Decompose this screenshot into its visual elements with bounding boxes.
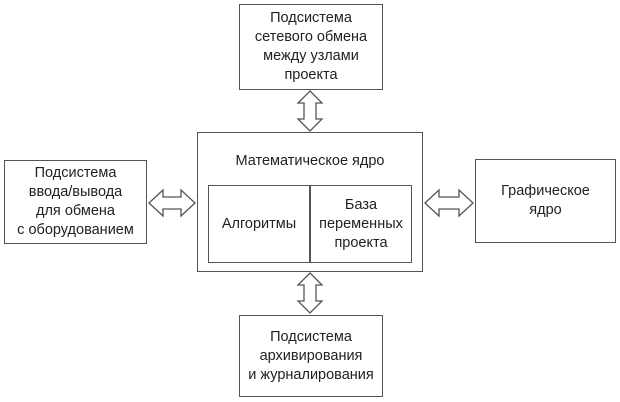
graphics-core-label: Графическое ядро xyxy=(501,183,590,218)
archive-subsystem-block: Подсистема архивирования и журналировани… xyxy=(239,315,383,397)
io-subsystem-block: Подсистема ввода/вывода для обмена с обо… xyxy=(4,160,147,244)
arrow-network-core xyxy=(296,90,324,132)
graphics-core-block: Графическое ядро xyxy=(475,159,616,243)
algorithms-block: Алгоритмы xyxy=(208,185,310,263)
io-subsystem-label: Подсистема ввода/вывода для обмена с обо… xyxy=(17,165,134,238)
archive-subsystem-label: Подсистема архивирования и журналировани… xyxy=(248,328,374,383)
variables-db-block: База переменных проекта xyxy=(310,185,412,263)
algorithms-label: Алгоритмы xyxy=(221,215,297,232)
math-core-label: Математическое ядро xyxy=(235,153,385,169)
arrow-core-graphics xyxy=(424,188,474,218)
math-core-block: Математическое ядро Алгоритмы База перем… xyxy=(197,132,423,272)
arrow-io-core xyxy=(148,188,196,218)
arrow-core-archive xyxy=(296,272,324,314)
network-subsystem-label: Подсистема сетевого обмена между узлами … xyxy=(254,10,368,83)
network-subsystem-block: Подсистема сетевого обмена между узлами … xyxy=(239,4,383,90)
variables-db-label: База переменных проекта xyxy=(319,196,403,251)
